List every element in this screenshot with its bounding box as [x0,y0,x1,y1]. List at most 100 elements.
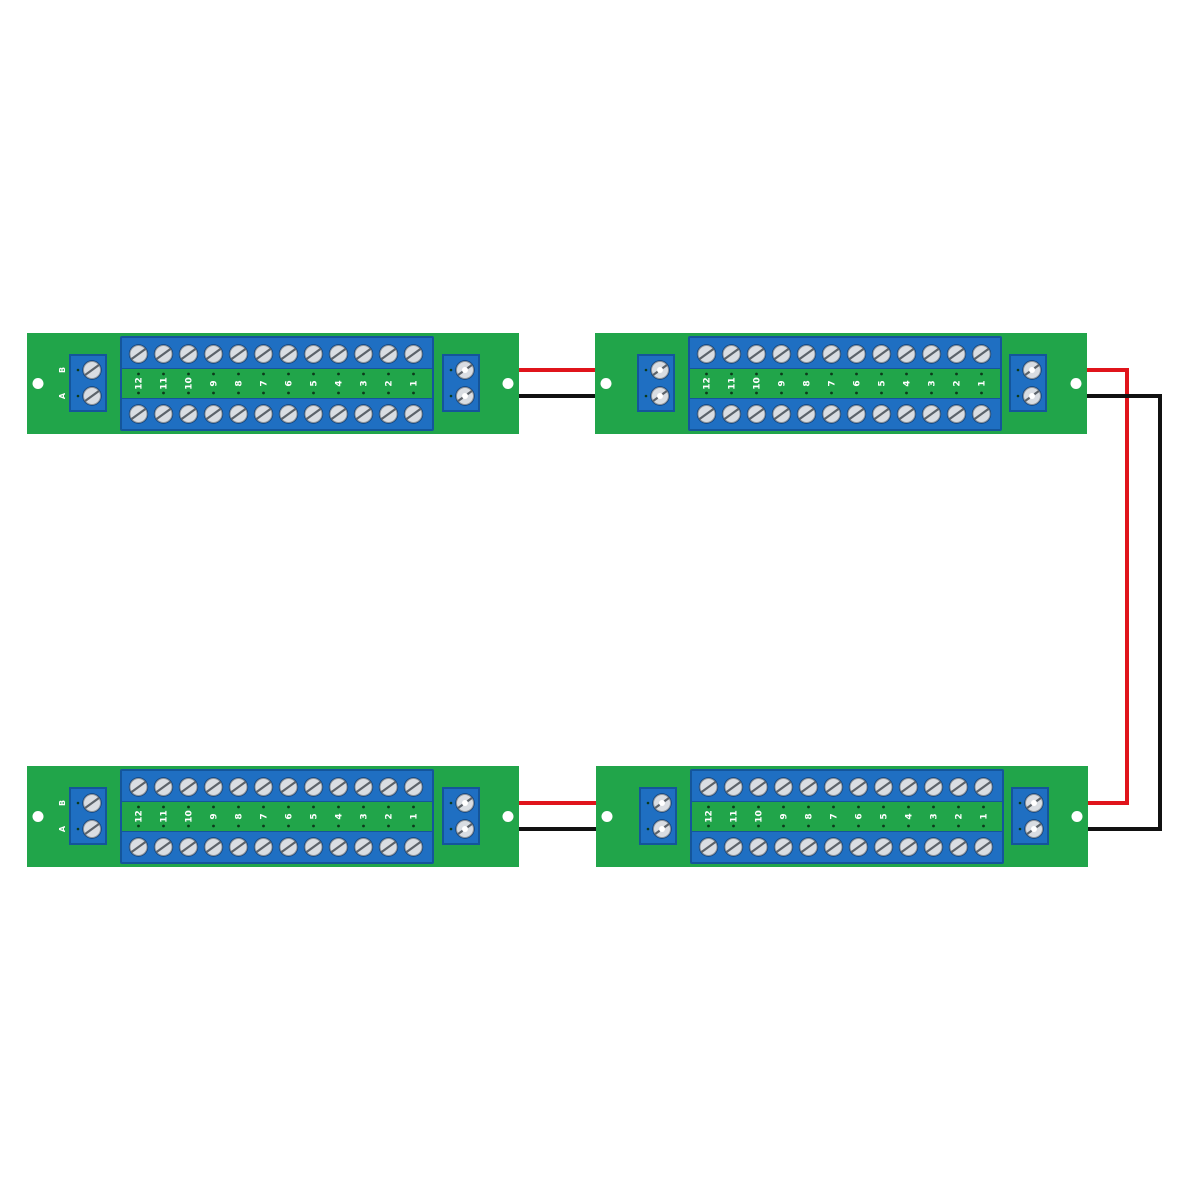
wires-layer [465,368,1162,831]
contact-dot [705,372,708,376]
screw-slot [851,841,866,853]
screw-top [278,344,299,364]
screw-slot [381,781,396,793]
screw-top [403,344,424,364]
screw-top [696,344,717,364]
contact-dot [262,805,265,809]
contact-dot [412,391,415,395]
contact-dot [980,391,983,395]
screw-slot [799,408,814,420]
contact-dot [857,805,860,809]
screw-bottom [923,837,944,857]
channel-number-label: 9 [210,380,220,386]
screw-bottom [748,837,769,857]
contact-dot [76,801,80,805]
screw-slot [356,781,371,793]
input-screw-positive [650,360,670,380]
screw-slot [974,408,989,420]
screw-slot [951,781,966,793]
contact-dot [412,805,415,809]
screw-bottom [403,404,424,424]
screw-slot [826,781,841,793]
contact-dot [449,368,453,372]
screw-bottom [353,837,374,857]
screw-slot [976,781,991,793]
screw-slot [156,408,171,420]
contact-dot [730,391,733,395]
contact-dot [449,394,453,398]
wire-positive [1032,368,1129,805]
screw-bottom [328,837,349,857]
contact-dot [387,824,390,828]
contact-dot [646,801,650,805]
contact-dot [287,372,290,376]
screw-slot [899,348,914,360]
contact-dot [237,372,240,376]
screw-slot [726,781,741,793]
contact-dot [905,372,908,376]
screw-top [898,777,919,797]
contact-dot [957,824,960,828]
channel-number-label: 7 [260,813,270,819]
screw-top [746,344,767,364]
input-silk-label: A [58,392,67,399]
channel-number-label: 2 [955,813,965,819]
screw-slot [701,781,716,793]
screw-slot [206,408,221,420]
screw-slot [231,408,246,420]
screw-slot [281,841,296,853]
contact-dot [757,805,760,809]
screw-slot [851,781,866,793]
contact-dot [137,805,140,809]
contact-dot [646,827,650,831]
contact-dot [932,805,935,809]
screw-top [946,344,967,364]
screw-top [328,777,349,797]
channel-number-label: 4 [335,813,345,819]
contact-dot [855,391,858,395]
screw-slot [701,841,716,853]
screw-bottom [278,837,299,857]
contact-dot [337,391,340,395]
screw-top [303,777,324,797]
screw-slot [406,781,421,793]
input-silk-label: B [58,800,67,806]
contact-dot [707,805,710,809]
screw-top [973,777,994,797]
wire-end [462,393,468,399]
contact-dot [730,372,733,376]
contact-dot [755,391,758,395]
contact-dot [312,391,315,395]
channel-number-label: 2 [953,380,963,386]
contact-dot [982,805,985,809]
screw-slot [131,781,146,793]
screw-slot [181,781,196,793]
screw-top [228,344,249,364]
contact-dot [362,372,365,376]
contact-dot [832,824,835,828]
contact-dot [832,805,835,809]
screw-bottom [973,837,994,857]
contact-dot [807,824,810,828]
screw-bottom [846,404,867,424]
channel-number-label: 2 [385,380,395,386]
screw-bottom [303,837,324,857]
contact-dot [955,391,958,395]
channel-number-label: 3 [930,813,940,819]
screw-slot [824,408,839,420]
channel-number-label: 1 [410,380,420,386]
screw-slot [406,841,421,853]
input-silk-label: A [58,825,67,832]
contact-dot [337,372,340,376]
screw-top [128,777,149,797]
screw-slot [699,408,714,420]
screw-top [796,344,817,364]
screw-top [153,344,174,364]
contact-dot [707,824,710,828]
contact-dot [262,824,265,828]
contact-dot [237,805,240,809]
screw-slot [406,348,421,360]
channel-number-label: 8 [235,380,245,386]
wire-end [1031,826,1037,832]
